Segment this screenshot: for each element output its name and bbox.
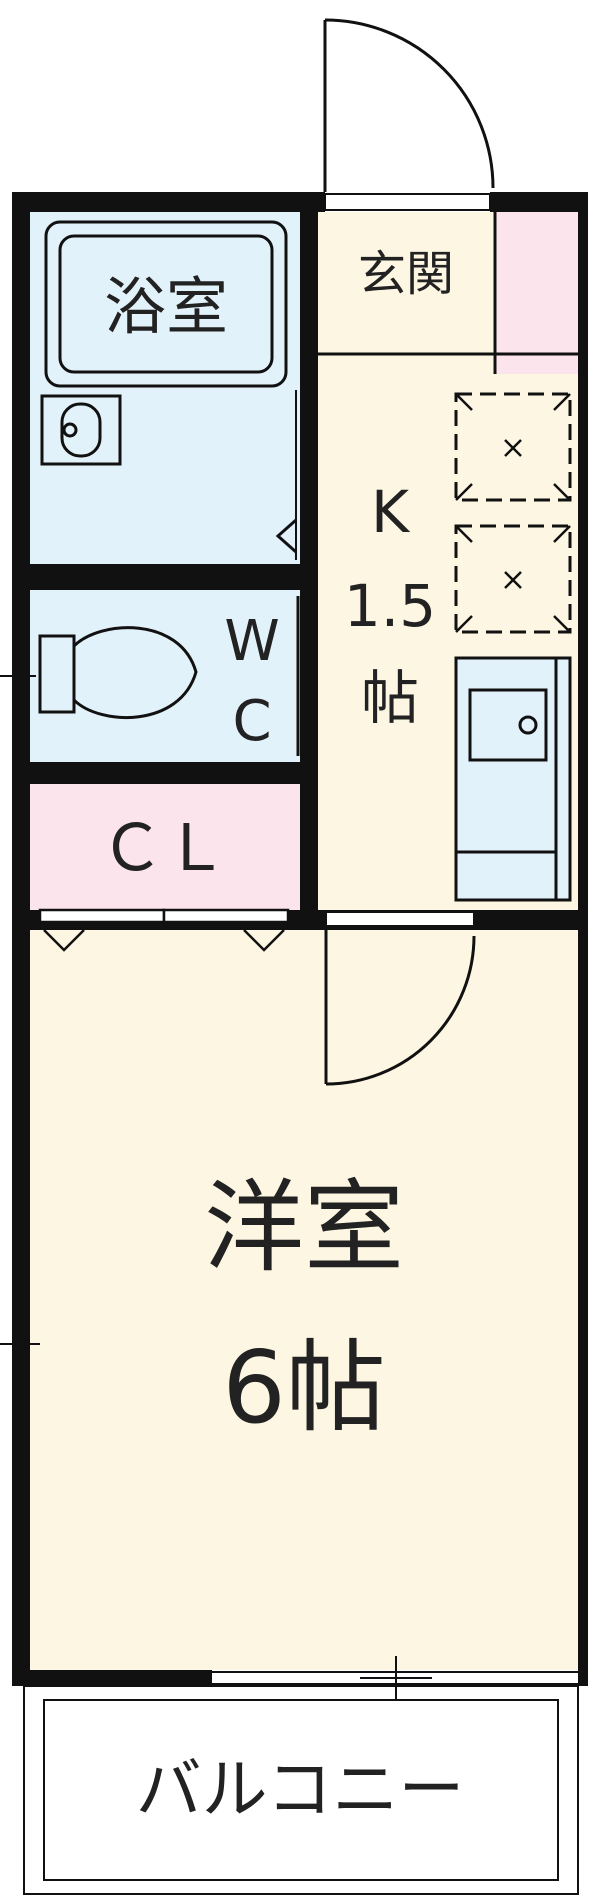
label-western-room: 洋室 bbox=[204, 1169, 404, 1286]
closet-door-marks bbox=[43, 929, 285, 952]
closet-doors bbox=[38, 908, 290, 924]
kitchen-sink bbox=[454, 656, 572, 902]
label-kitchen: K bbox=[371, 478, 411, 546]
label-closet: ＣＬ bbox=[100, 812, 228, 886]
basin bbox=[40, 394, 122, 466]
balcony-window bbox=[212, 1656, 578, 1700]
western-window bbox=[0, 1202, 40, 1490]
label-kitchen-size: 1.5 bbox=[344, 572, 436, 640]
shoe-closet bbox=[495, 212, 578, 374]
closet-floor bbox=[30, 784, 300, 910]
label-wc-w: W bbox=[224, 609, 279, 674]
toilet bbox=[38, 626, 198, 720]
wc-window bbox=[0, 592, 36, 754]
room-door bbox=[324, 911, 476, 1086]
label-entrance: 玄関 bbox=[358, 246, 454, 302]
entrance-floor bbox=[318, 212, 493, 374]
western-room-floor bbox=[30, 930, 578, 1670]
entry-door bbox=[323, 18, 495, 211]
label-western-size: 6帖 bbox=[222, 1329, 386, 1446]
stove bbox=[454, 392, 572, 634]
label-kitchen-unit: 帖 bbox=[361, 664, 419, 732]
label-balcony: バルコニー bbox=[136, 1751, 465, 1828]
bathtub bbox=[44, 220, 288, 388]
bathroom-floor bbox=[30, 212, 300, 564]
label-wc-c: C bbox=[232, 689, 271, 754]
balcony bbox=[23, 1685, 579, 1895]
bath-door bbox=[275, 390, 297, 560]
label-bath: 浴室 bbox=[104, 270, 228, 343]
stove-burners bbox=[455, 393, 571, 633]
